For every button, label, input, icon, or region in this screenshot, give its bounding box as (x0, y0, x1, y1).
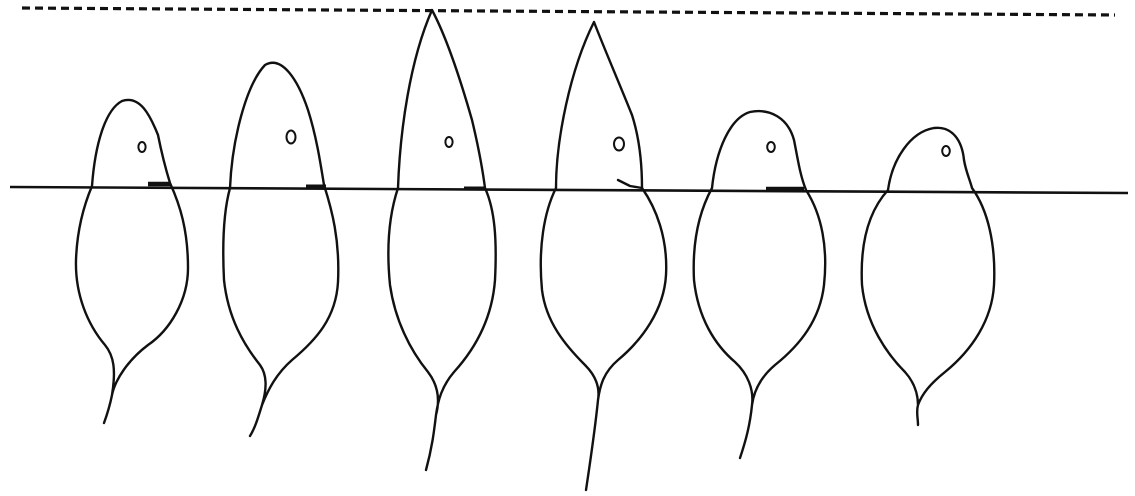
cell-5-outline (694, 111, 826, 458)
cell-1-outline (76, 100, 188, 423)
lower-solid-reference-line (10, 187, 1128, 193)
cell-4-marker (618, 180, 642, 188)
cell-4-eyespot (614, 138, 624, 151)
cell-6-eyespot (942, 146, 950, 156)
cell-2-eyespot (287, 131, 296, 144)
cell-3-eyespot (445, 137, 452, 147)
cell-6 (862, 128, 995, 425)
cell-4 (541, 22, 666, 490)
upper-dashed-reference-line (22, 8, 1115, 15)
cell-4-outline (541, 22, 666, 490)
cell-3-outline (388, 10, 495, 470)
cell-3 (388, 10, 495, 470)
cell-1-eyespot (138, 142, 145, 152)
cell-6-outline (862, 128, 995, 425)
cell-5 (694, 111, 826, 458)
cell-5-eyespot (767, 142, 775, 152)
cell-1 (76, 100, 188, 423)
cell-2 (223, 63, 338, 436)
cell-2-outline (223, 63, 338, 436)
